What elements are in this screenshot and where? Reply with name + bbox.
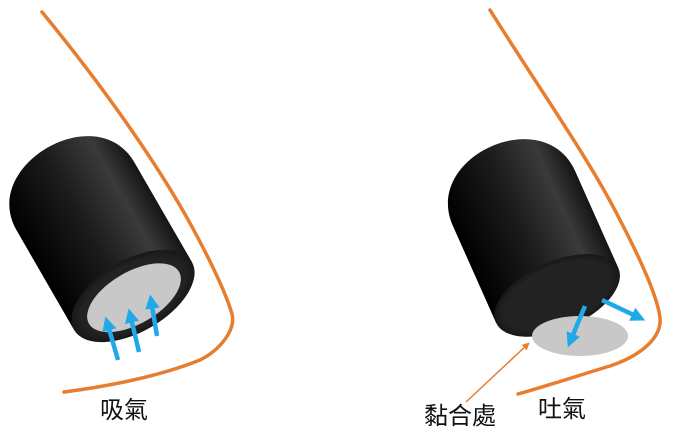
exhale-arrow-down	[566, 305, 588, 348]
nozzle-left	[9, 136, 195, 343]
exhale-arrows	[566, 297, 646, 348]
exhale-panel	[447, 8, 662, 403]
seal-point-pointer	[465, 342, 530, 403]
inhale-arrows	[102, 294, 160, 361]
exhale-label: 吐氣	[538, 395, 586, 423]
finger-outline-right	[488, 8, 662, 396]
nozzle-opening-right	[532, 316, 628, 356]
finger-outline-left	[40, 10, 235, 394]
nozzle-opening-left	[87, 263, 181, 333]
inhale-arrow-1	[102, 316, 121, 361]
inhale-panel	[9, 10, 235, 394]
inhale-arrow-2	[124, 308, 142, 353]
seal-point-label: 黏合處	[424, 402, 496, 430]
inhale-label: 吸氣	[100, 396, 148, 424]
nozzle-right	[447, 139, 620, 337]
exhale-arrow-out	[601, 297, 646, 321]
inhale-arrow-3	[145, 294, 160, 337]
